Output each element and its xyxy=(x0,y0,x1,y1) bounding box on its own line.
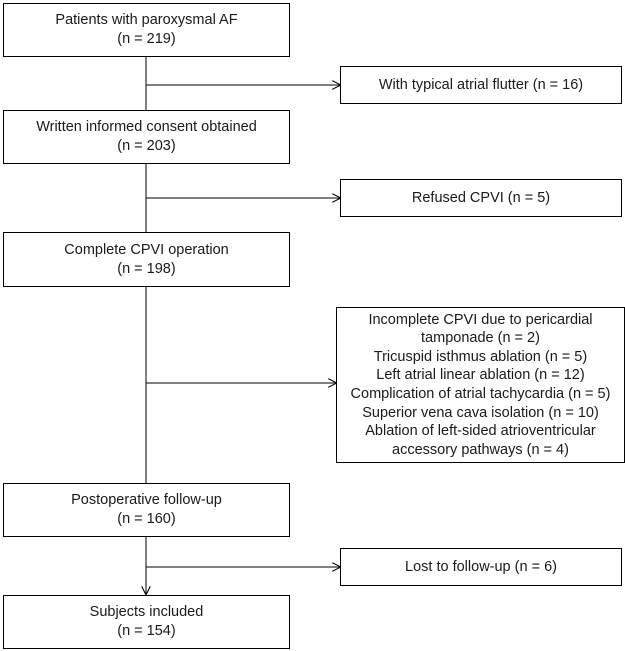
box-refused: Refused CPVI (n = 5) xyxy=(340,179,622,217)
box-subjects: Subjects included (n = 154) xyxy=(3,595,290,649)
box-consent-text: Written informed consent obtained (n = 2… xyxy=(36,119,257,154)
box-patients-text: Patients with paroxysmal AF (n = 219) xyxy=(55,12,238,47)
box-cpvi: Complete CPVI operation (n = 198) xyxy=(3,232,290,287)
box-excluded: Incomplete CPVI due to pericardial tampo… xyxy=(336,307,625,463)
box-refused-text: Refused CPVI (n = 5) xyxy=(411,189,551,206)
box-consent: Written informed consent obtained (n = 2… xyxy=(3,110,290,164)
box-cpvi-text: Complete CPVI operation (n = 198) xyxy=(64,241,229,277)
box-excluded-text: Incomplete CPVI due to pericardial tampo… xyxy=(350,311,611,458)
box-lost-text: Lost to follow-up (n = 6) xyxy=(405,558,557,575)
box-subjects-text: Subjects included (n = 154) xyxy=(89,604,204,639)
box-followup: Postoperative follow-up (n = 160) xyxy=(3,483,290,537)
box-flutter-text: With typical atrial flutter (n = 16) xyxy=(378,76,584,93)
box-followup-text: Postoperative follow-up (n = 160) xyxy=(71,492,222,527)
box-flutter: With typical atrial flutter (n = 16) xyxy=(340,66,622,104)
box-patients: Patients with paroxysmal AF (n = 219) xyxy=(3,3,290,57)
box-lost: Lost to follow-up (n = 6) xyxy=(340,548,622,586)
